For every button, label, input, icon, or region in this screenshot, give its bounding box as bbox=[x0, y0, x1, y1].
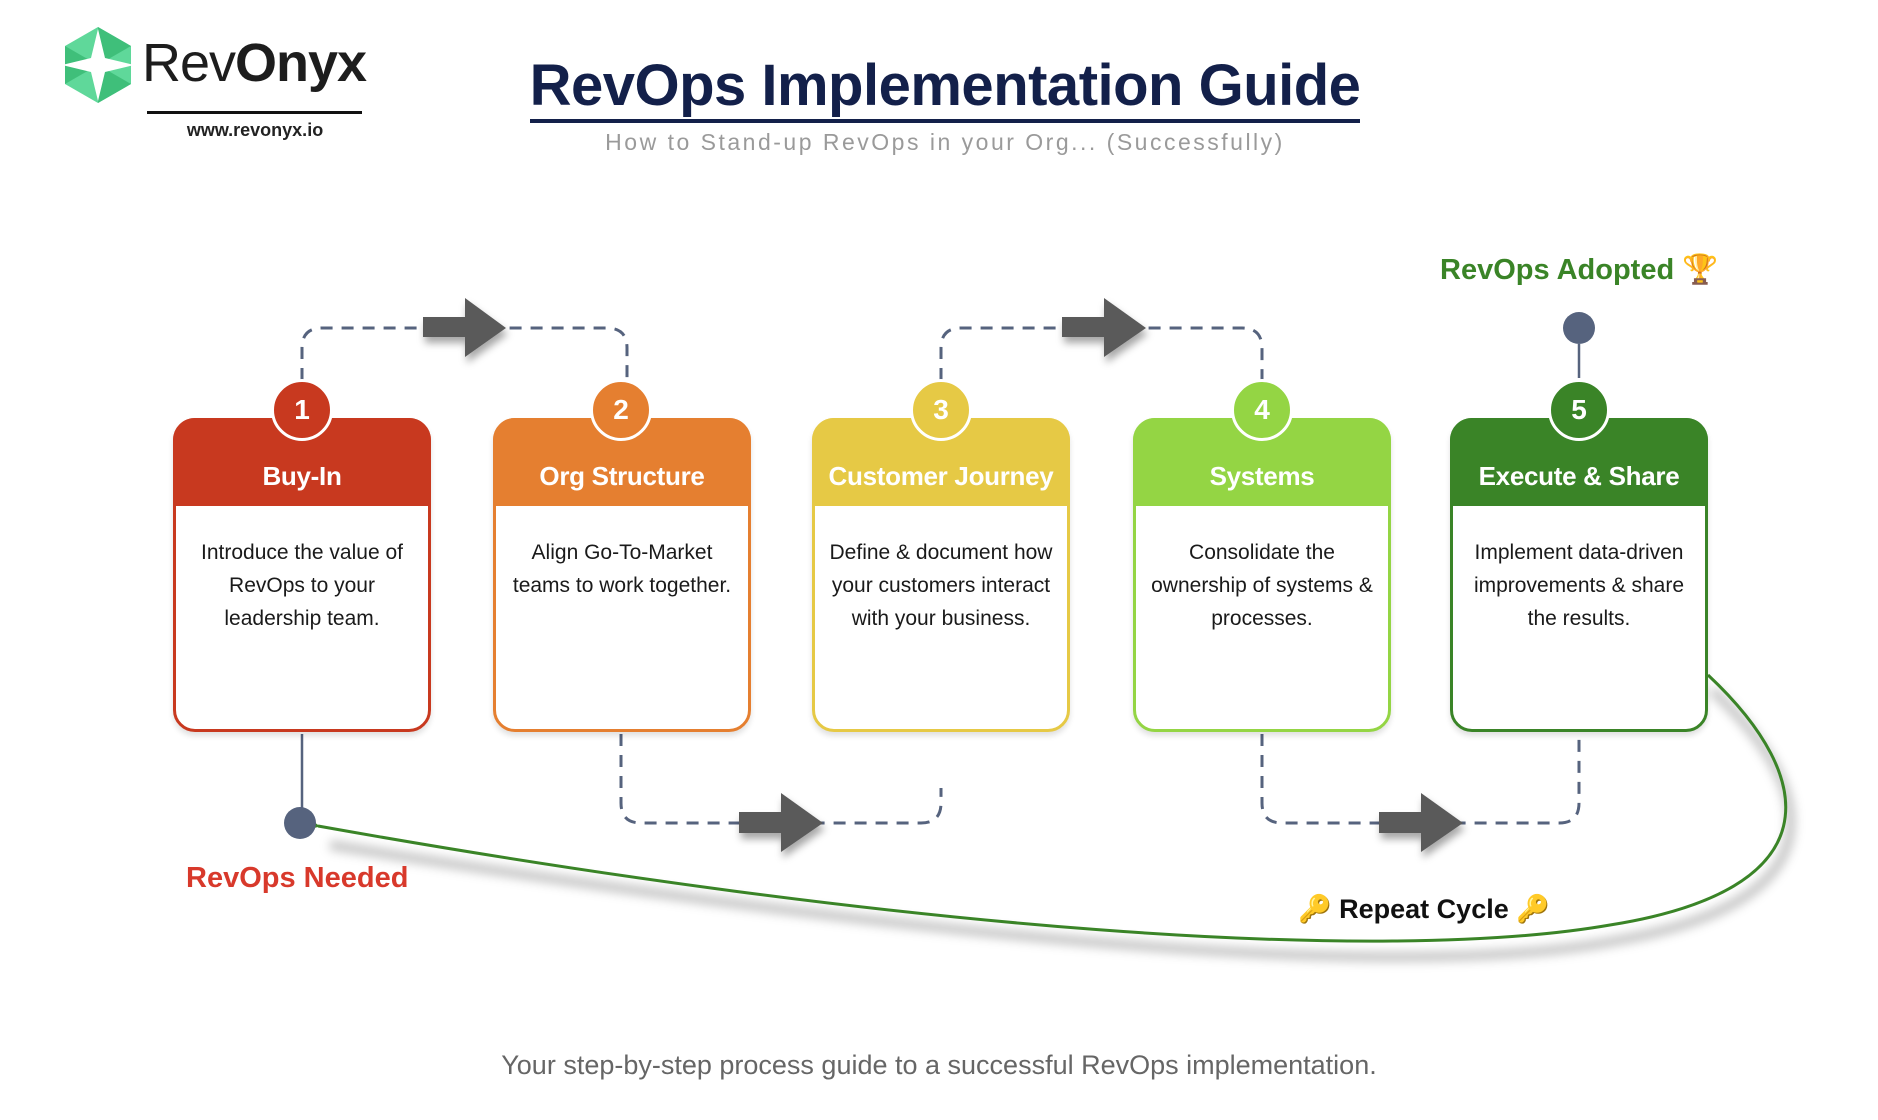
step-description: Consolidate the ownership of systems & p… bbox=[1151, 541, 1373, 630]
page-title: RevOps Implementation Guide bbox=[480, 53, 1410, 123]
step-number-badge: 4 bbox=[1231, 379, 1293, 441]
step-description: Implement data-driven improvements & sha… bbox=[1473, 541, 1685, 630]
end-dot bbox=[1563, 312, 1595, 344]
key-icon: 🔑 bbox=[1298, 894, 1332, 924]
connector-4-5 bbox=[1260, 734, 1581, 825]
step-number-badge: 2 bbox=[590, 379, 652, 441]
repeat-cycle-curve bbox=[307, 673, 1788, 943]
step-number-badge: 1 bbox=[271, 379, 333, 441]
brand-name-bold: Onyx bbox=[235, 33, 367, 93]
step-description: Align Go-To-Market teams to work togethe… bbox=[512, 541, 732, 597]
arrow-right-icon bbox=[739, 793, 823, 852]
trophy-icon: 🏆 bbox=[1682, 254, 1719, 286]
brand-wordmark: RevOnyx bbox=[142, 33, 367, 93]
arrow-right-icon bbox=[1062, 298, 1146, 357]
arrow-right-icon bbox=[1379, 793, 1463, 852]
step-card-2: Org Structure Align Go-To-Market teams t… bbox=[493, 418, 751, 732]
start-dot bbox=[284, 807, 316, 839]
step-card-4: Systems Consolidate the ownership of sys… bbox=[1133, 418, 1391, 732]
logo-icon bbox=[62, 27, 134, 103]
repeat-cycle-label: 🔑 Repeat Cycle 🔑 bbox=[1298, 893, 1550, 925]
revops-adopted-label: RevOps Adopted 🏆 bbox=[1440, 253, 1718, 287]
revops-needed-label: RevOps Needed bbox=[186, 862, 409, 894]
key-icon: 🔑 bbox=[1516, 894, 1550, 924]
brand-name-regular: Rev bbox=[142, 33, 236, 93]
step-title: Execute & Share bbox=[1450, 418, 1708, 506]
brand-divider bbox=[147, 111, 362, 114]
figure-caption: Your step-by-step process guide to a suc… bbox=[501, 1050, 1377, 1080]
step-card-5: Execute & Share Implement data-driven im… bbox=[1450, 418, 1708, 732]
step-description: Define & document how your customers int… bbox=[829, 541, 1053, 630]
step-number-badge: 5 bbox=[1548, 379, 1610, 441]
page-subtitle: How to Stand-up RevOps in your Org... (S… bbox=[605, 129, 1285, 155]
step-card-3: Customer Journey Define & document how y… bbox=[812, 418, 1070, 732]
page-title-text: RevOps Implementation Guide bbox=[529, 53, 1361, 123]
arrow-right-icon bbox=[423, 298, 506, 357]
cycle-curve-shadow bbox=[329, 686, 1796, 962]
revops-adopted-text: RevOps Adopted bbox=[1440, 254, 1675, 286]
brand-url[interactable]: www.revonyx.io bbox=[186, 120, 324, 140]
step-description: Introduce the value of RevOps to your le… bbox=[201, 541, 403, 630]
repeat-cycle-text: Repeat Cycle bbox=[1339, 894, 1509, 924]
step-card-1: Buy-In Introduce the value of RevOps to … bbox=[173, 418, 431, 732]
step-number-badge: 3 bbox=[910, 379, 972, 441]
